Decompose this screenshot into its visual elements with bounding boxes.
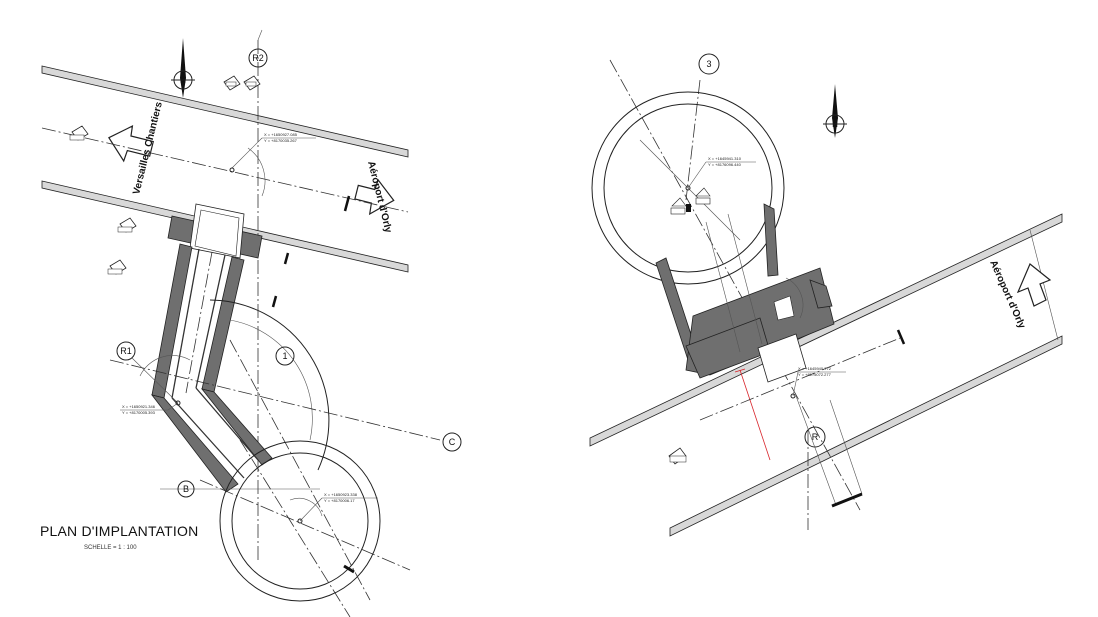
right-north-arrow-icon: N <box>823 84 847 138</box>
right-north-label: N <box>832 120 838 129</box>
svg-text:Y = +8175072.277: Y = +8175072.277 <box>798 372 832 377</box>
right-road <box>589 213 1063 537</box>
axis-bubble-c: C <box>442 432 462 452</box>
left-arrow-versailles-icon <box>108 125 155 163</box>
svg-text:Y = +8170035.267: Y = +8170035.267 <box>264 138 298 143</box>
svg-text:X = +1650923.338: X = +1650923.338 <box>324 492 358 497</box>
right-section-markers-icon <box>668 187 711 465</box>
svg-text:3: 3 <box>706 59 711 69</box>
right-plan: N 3 X = +1645941.310 Y = +8176096.440 <box>589 53 1063 537</box>
svg-text:R2: R2 <box>252 53 264 63</box>
right-coordinate-label-2: X = +1645940.772 Y = +8175072.277 <box>792 366 846 397</box>
coordinate-label-1: X = +1650927.085 Y = +8170035.267 <box>231 132 316 169</box>
left-north-label: N <box>180 76 186 85</box>
axis-bubble-r1: R1 <box>116 341 136 361</box>
svg-text:X = +1650921.346: X = +1650921.346 <box>122 404 156 409</box>
svg-text:X = +1650927.085: X = +1650927.085 <box>264 132 298 137</box>
plan-scale: SCHELLE = 1 : 100 <box>84 545 137 551</box>
tunnel-structure <box>150 203 273 493</box>
axis-bubble-b: B <box>177 480 195 498</box>
svg-text:Y = +8170006.17: Y = +8170006.17 <box>324 498 355 503</box>
left-plan: N R2 X = +1650927.085 Y = +8170035.267 V… <box>40 29 462 617</box>
svg-text:Y = +8170005.393: Y = +8170005.393 <box>122 410 156 415</box>
axis-line-1 <box>229 339 371 601</box>
coordinate-label-2: X = +1650921.346 Y = +8170005.393 <box>120 402 179 415</box>
road-label-orly-right: Aéroport d'Orly <box>987 259 1027 331</box>
axis-bubble-r2: R2 <box>248 48 268 68</box>
right-structure <box>655 203 835 383</box>
plan-title: PLAN D'IMPLANTATION <box>40 523 198 539</box>
right-coordinate-label-1: X = +1645941.310 Y = +8176096.440 <box>687 156 756 189</box>
svg-text:X = +1645941.310: X = +1645941.310 <box>708 156 742 161</box>
axis-bubble-1: 1 <box>275 346 295 366</box>
dimension-arc <box>209 299 330 471</box>
svg-text:C: C <box>449 437 456 447</box>
svg-text:R1: R1 <box>120 346 132 356</box>
section-marker-icon <box>223 75 261 91</box>
left-north-arrow-icon: N <box>171 38 195 98</box>
track-centerline <box>41 127 409 213</box>
left-arrow-orly-icon <box>354 178 395 216</box>
svg-text:R: R <box>812 432 819 442</box>
svg-text:Y = +8176096.440: Y = +8176096.440 <box>708 162 742 167</box>
shaft-circle <box>199 439 411 617</box>
coordinate-label-3: X = +1650923.338 Y = +8170006.17 <box>299 492 378 522</box>
svg-text:X = +1645940.772: X = +1645940.772 <box>798 366 832 371</box>
left-section-markers-icon <box>69 125 137 275</box>
right-shaft-circle <box>591 59 861 511</box>
axis-bubble-3: 3 <box>698 53 720 75</box>
svg-text:1: 1 <box>282 351 287 361</box>
axis-line-c <box>109 359 441 441</box>
svg-text:B: B <box>183 484 189 494</box>
right-arrow-orly-icon <box>1016 263 1052 307</box>
